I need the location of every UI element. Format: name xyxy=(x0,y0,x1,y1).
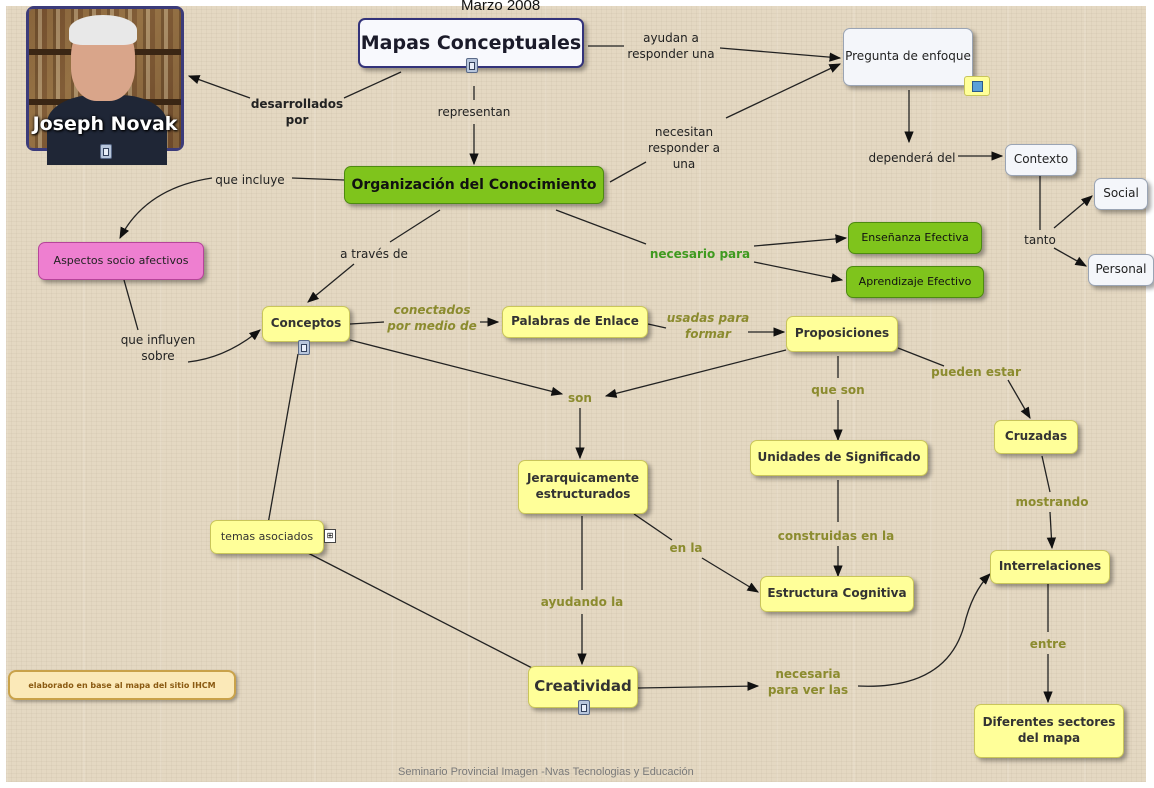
connection-lines xyxy=(119,45,1093,704)
label-que-son: que son xyxy=(811,383,865,397)
label-en-la: en la xyxy=(669,541,703,555)
node-social[interactable]: Social xyxy=(1094,178,1148,210)
node-palabras-de-enlace[interactable]: Palabras de Enlace xyxy=(502,306,648,338)
label-tanto: tanto xyxy=(1024,233,1056,247)
resource-icon[interactable] xyxy=(100,144,112,159)
node-organizacion-del-conocimiento[interactable]: Organización del Conocimiento xyxy=(344,166,604,204)
resource-icon[interactable] xyxy=(298,340,310,355)
joseph-novak-portrait[interactable]: Joseph Novak xyxy=(26,6,184,165)
concept-map-canvas: Marzo 2008 Joseph Novak Mapas Conceptual… xyxy=(6,0,1154,782)
label-pueden-estar: pueden estar xyxy=(931,365,1021,379)
resource-icon[interactable] xyxy=(578,700,590,715)
label-ayudando: ayudando la xyxy=(540,595,624,609)
hair-shape xyxy=(69,15,137,45)
node-contexto[interactable]: Contexto xyxy=(1005,144,1077,176)
node-aspectos-socio-afectivos[interactable]: Aspectos socio afectivos xyxy=(38,242,204,280)
label-ayudan: ayudan a responder una xyxy=(627,31,715,62)
node-conceptos[interactable]: Conceptos xyxy=(262,306,350,342)
node-estructura-cognitiva[interactable]: Estructura Cognitiva xyxy=(760,576,914,612)
node-aprendizaje-efectivo[interactable]: Aprendizaje Efectivo xyxy=(846,266,984,298)
node-temas-asociados[interactable]: temas asociados xyxy=(210,520,324,554)
footer-text: Seminario Provincial Imagen -Nvas Tecnol… xyxy=(398,766,694,778)
label-representan: representan xyxy=(437,105,511,119)
label-dependera: dependerá del xyxy=(868,151,956,165)
link-icon[interactable] xyxy=(964,76,990,96)
label-necesario: necesario para xyxy=(649,247,751,261)
node-cruzadas[interactable]: Cruzadas xyxy=(994,420,1078,454)
label-conectados: conectados por medio de xyxy=(387,303,477,334)
credit-note: elaborado en base al mapa del sitio IHCM xyxy=(8,670,236,700)
label-desarrollados: desarrollados por xyxy=(250,97,344,128)
top-caption: Marzo 2008 xyxy=(461,0,541,14)
node-diferentes-sectores-del-mapa[interactable]: Diferentes sectores del mapa xyxy=(974,704,1124,758)
portrait-name: Joseph Novak xyxy=(32,113,178,135)
label-son: son xyxy=(568,391,592,405)
node-ensenanza-efectiva[interactable]: Enseñanza Efectiva xyxy=(848,222,982,254)
node-pregunta-de-enfoque[interactable]: Pregunta de enfoque xyxy=(843,28,973,86)
label-que-incluye: que incluye xyxy=(215,173,285,187)
node-jerarquicamente-estructurados[interactable]: Jerarquicamente estructurados xyxy=(518,460,648,514)
grid-icon[interactable]: ⊞ xyxy=(324,529,336,543)
label-construidas: construidas en la xyxy=(777,529,895,543)
label-necesitan: necesitan responder a una xyxy=(648,125,720,172)
label-que-influyen: que influyen sobre xyxy=(120,333,196,364)
node-personal[interactable]: Personal xyxy=(1088,254,1154,286)
label-mostrando: mostrando xyxy=(1015,495,1089,509)
resource-icon[interactable] xyxy=(466,58,478,73)
label-a-traves: a través de xyxy=(340,247,408,261)
node-unidades-de-significado[interactable]: Unidades de Significado xyxy=(750,440,928,476)
node-interrelaciones[interactable]: Interrelaciones xyxy=(990,550,1110,584)
label-necesaria: necesaria para ver las xyxy=(767,667,849,698)
node-proposiciones[interactable]: Proposiciones xyxy=(786,316,898,352)
label-entre: entre xyxy=(1029,637,1067,651)
label-usadas: usadas para formar xyxy=(666,311,750,342)
